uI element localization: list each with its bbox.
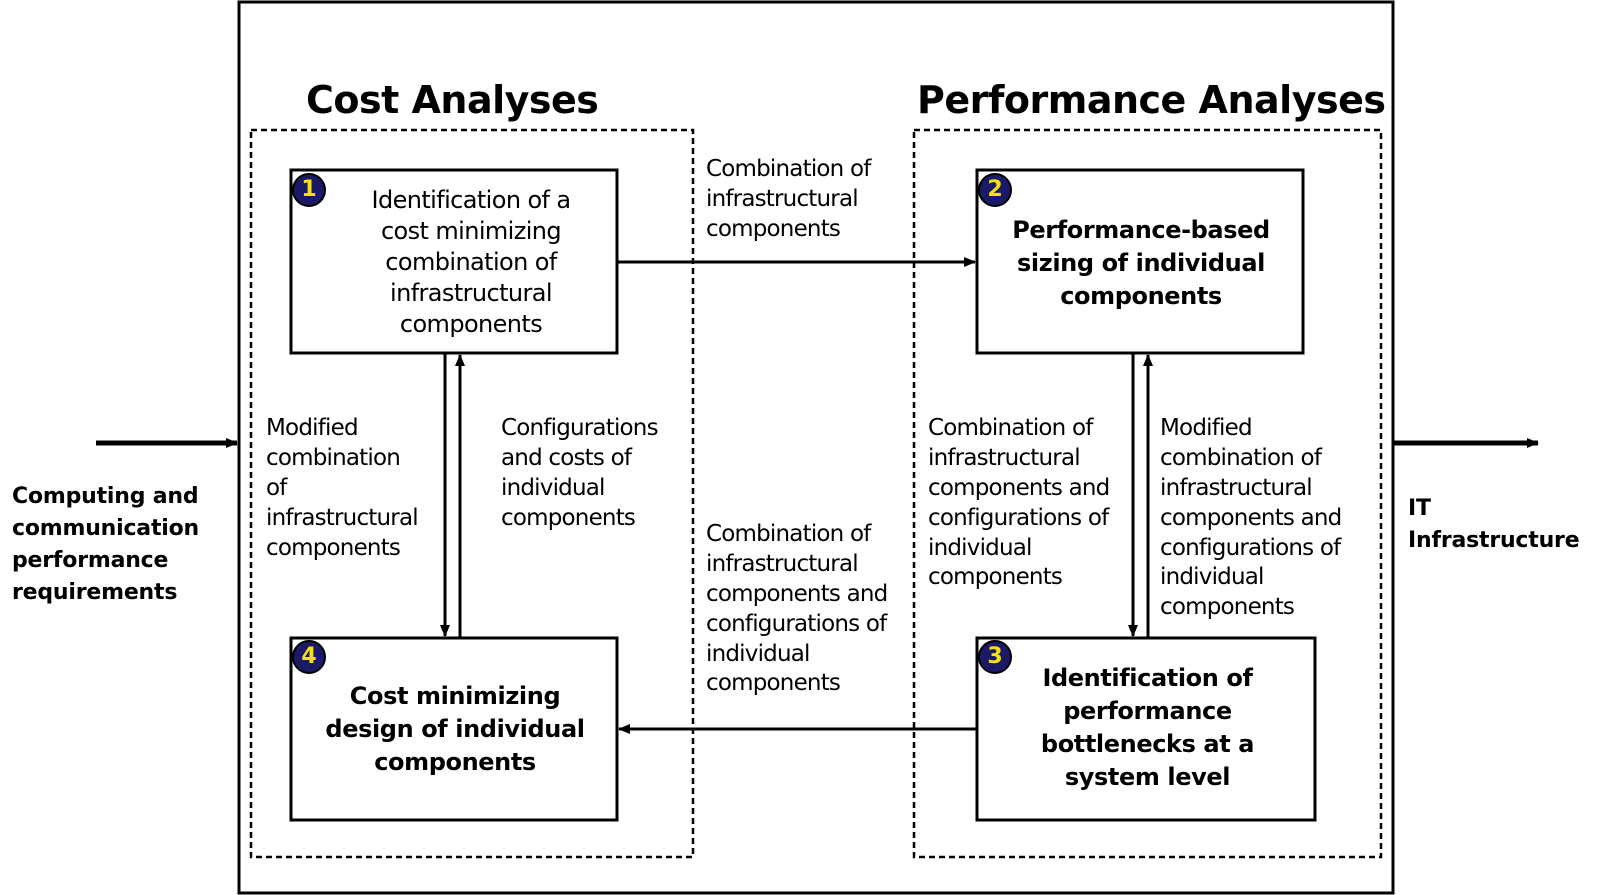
box-1-text: Identification of a cost minimizing comb… xyxy=(371,186,571,338)
label-box3-to-box4: Combination of infrastructural component… xyxy=(706,521,888,697)
box-2-text: Performance-based sizing of individual c… xyxy=(1012,216,1270,310)
label-box2-to-box3: Combination of infrastructural component… xyxy=(928,415,1110,591)
label-box1-to-box2: Combination of infrastructural component… xyxy=(706,156,871,242)
input-requirements-label: Computing and communication performance … xyxy=(12,484,199,605)
cost-analyses-container xyxy=(249,128,695,859)
label-box1-to-box4: Modified combination of infrastructural … xyxy=(266,415,419,561)
label-box3-to-box2: Modified combination of infrastructural … xyxy=(1160,415,1342,621)
box-1 xyxy=(289,168,619,355)
badge-4: 4 xyxy=(292,640,326,674)
box-2 xyxy=(975,168,1305,355)
box-4-text: Cost minimizing design of individual com… xyxy=(325,682,585,776)
box-3-text: Identification of performance bottleneck… xyxy=(1040,664,1255,791)
outer-frame xyxy=(237,0,1395,895)
badge-3: 3 xyxy=(978,640,1012,674)
badge-2: 2 xyxy=(978,173,1012,207)
badge-1: 1 xyxy=(292,173,326,207)
output-it-infrastructure-label: IT Infrastructure xyxy=(1408,496,1580,553)
box-4 xyxy=(289,636,619,822)
cost-analyses-title: Cost Analyses xyxy=(306,78,599,122)
box-3 xyxy=(975,636,1317,822)
label-box4-to-box1: Configurations and costs of individual c… xyxy=(501,415,659,531)
performance-analyses-container xyxy=(912,128,1383,859)
performance-analyses-title: Performance Analyses xyxy=(917,78,1386,122)
